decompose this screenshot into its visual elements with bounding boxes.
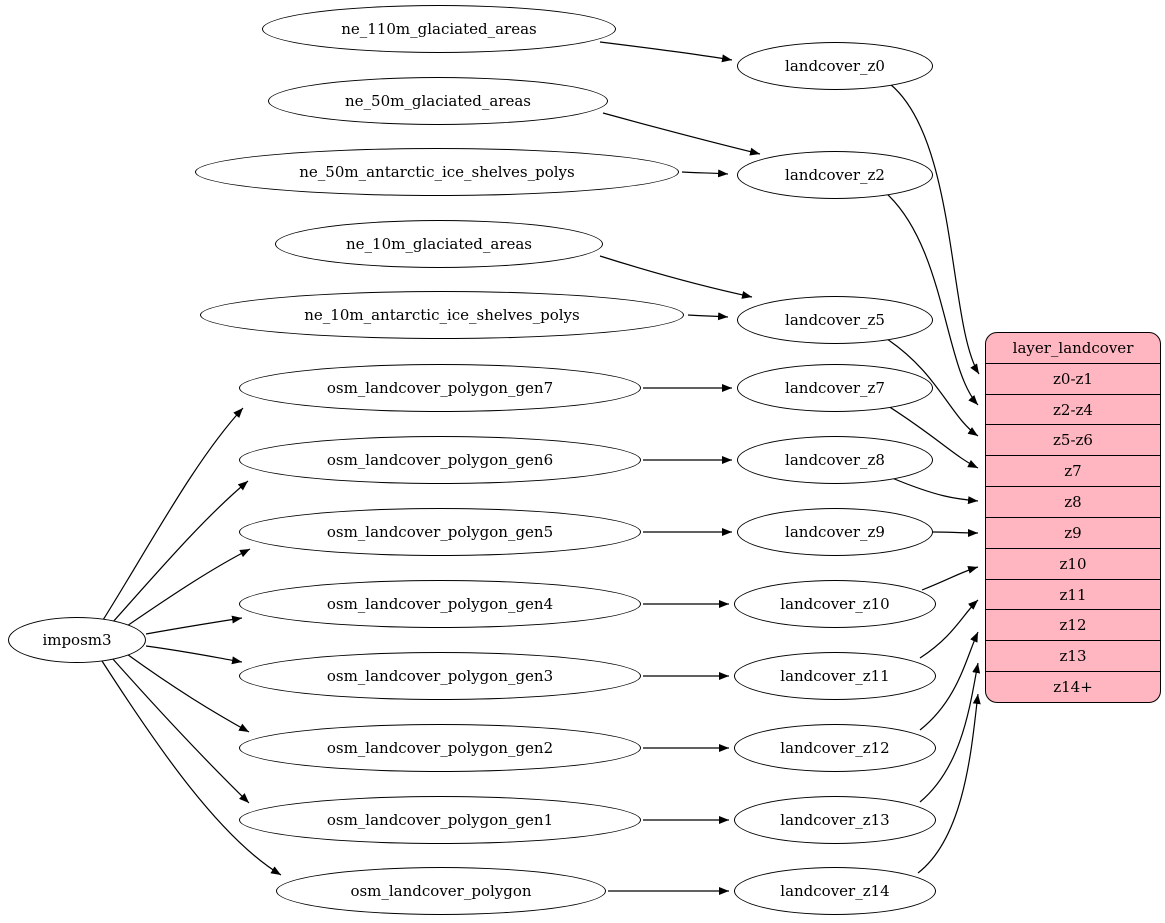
layer-table-row-z10: z10	[986, 547, 1160, 579]
node-landcover-z13: landcover_z13	[734, 796, 936, 844]
node-osm-landcover-polygon-gen6: osm_landcover_polygon_gen6	[239, 436, 641, 484]
node-landcover-z8: landcover_z8	[737, 436, 933, 484]
edge-z7-to-row-z7	[887, 405, 979, 469]
edge-imposm3-to-gen4	[145, 615, 243, 635]
edge-z11-to-row-z11	[919, 599, 979, 659]
node-osm-landcover-polygon-gen1: osm_landcover_polygon_gen1	[239, 796, 641, 844]
layer-table-row-z9: z9	[986, 516, 1160, 548]
layer-table-header: layer_landcover	[1012, 338, 1134, 357]
node-landcover-z14: landcover_z14	[734, 867, 936, 915]
layer-landcover-table: layer_landcover z0-z1 z2-z4 z5-z6 z7 z8 …	[985, 332, 1161, 703]
node-ne-10m-glaciated-areas: ne_10m_glaciated_areas	[275, 220, 603, 268]
node-landcover-z5: landcover_z5	[737, 296, 933, 344]
node-osm-landcover-polygon: osm_landcover_polygon	[276, 867, 606, 915]
edge-z14-to-row-z14plus	[917, 693, 981, 874]
layer-table-row-z12: z12	[986, 609, 1160, 640]
edge-z5-to-row-z5-z6	[883, 336, 979, 437]
edge-z9-to-row-z9	[932, 528, 979, 537]
layer-table-row-z7: z7	[986, 455, 1160, 486]
edge-imposm3-to-gen3	[145, 645, 243, 665]
edge-imposm3-to-polygon	[101, 660, 282, 876]
node-osm-landcover-polygon-gen4: osm_landcover_polygon_gen4	[239, 580, 641, 628]
node-osm-landcover-polygon-gen5: osm_landcover_polygon_gen5	[239, 508, 641, 556]
edge-z2-to-row-z2-z4	[885, 192, 979, 406]
node-osm-landcover-polygon-gen2: osm_landcover_polygon_gen2	[239, 724, 641, 772]
node-landcover-z11: landcover_z11	[734, 652, 936, 700]
node-imposm3: imposm3	[8, 617, 146, 663]
layer-table-row-z5-z6: z5-z6	[986, 424, 1160, 455]
node-landcover-z9: landcover_z9	[737, 508, 933, 556]
layer-table-row-z0-z1: z0-z1	[986, 362, 1160, 394]
edge-ne10m-antarctic-to-z5	[687, 312, 729, 321]
node-ne-50m-antarctic-ice-shelves-polys: ne_50m_antarctic_ice_shelves_polys	[195, 148, 679, 196]
edge-z13-to-row-z13	[919, 662, 981, 803]
edge-z8-to-row-z8	[891, 477, 979, 505]
edge-ne10m-glaciated-to-z5	[599, 255, 753, 299]
node-landcover-z0: landcover_z0	[737, 42, 933, 90]
edge-ne110m-to-z0	[599, 41, 733, 63]
node-landcover-z10: landcover_z10	[734, 580, 936, 628]
edge-z12-to-row-z12	[919, 631, 979, 731]
layer-table-row-z14plus: z14+	[986, 671, 1160, 702]
node-ne-110m-glaciated-areas: ne_110m_glaciated_areas	[262, 5, 616, 53]
layer-table-row-z8: z8	[986, 486, 1160, 517]
node-landcover-z7: landcover_z7	[737, 364, 933, 412]
edge-imposm3-to-gen6	[111, 480, 249, 624]
node-landcover-z2: landcover_z2	[737, 151, 933, 199]
edge-ne50m-glaciated-to-z2	[602, 112, 761, 156]
layer-table-row-z2-z4: z2-z4	[986, 393, 1160, 425]
edge-z0-to-row-z0-z1	[889, 83, 980, 375]
node-ne-50m-glaciated-areas: ne_50m_glaciated_areas	[268, 77, 608, 125]
edge-z10-to-row-z10	[921, 565, 979, 591]
layer-table-row-z13: z13	[986, 640, 1160, 671]
edge-imposm3-to-gen7	[102, 407, 244, 621]
layer-table-row-z11: z11	[986, 578, 1160, 610]
edge-imposm3-to-gen5	[123, 548, 251, 629]
node-osm-landcover-polygon-gen7: osm_landcover_polygon_gen7	[239, 364, 641, 412]
edge-ne50m-antarctic-to-z2	[681, 169, 729, 178]
edge-imposm3-to-gen2	[123, 651, 250, 733]
node-ne-10m-antarctic-ice-shelves-polys: ne_10m_antarctic_ice_shelves_polys	[200, 291, 684, 339]
node-osm-landcover-polygon-gen3: osm_landcover_polygon_gen3	[239, 652, 641, 700]
edge-imposm3-to-gen1	[111, 657, 250, 804]
node-landcover-z12: landcover_z12	[734, 724, 936, 772]
